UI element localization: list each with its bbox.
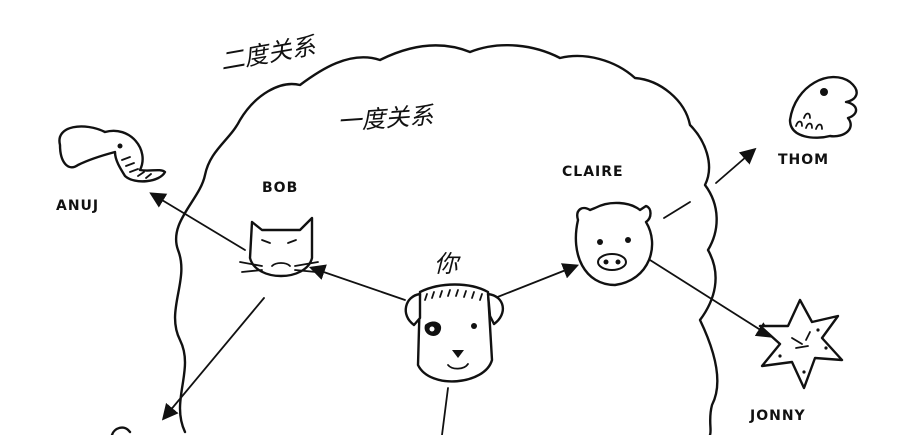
dog-icon	[404, 283, 504, 383]
bob-label: BOB	[262, 180, 298, 196]
jonny-node: JONNY	[749, 298, 844, 424]
edge-claire-thom	[663, 150, 754, 219]
fish-icon	[788, 76, 858, 139]
partial-node-bottom-left	[110, 426, 132, 435]
claire-label: CLAIRE	[562, 164, 624, 180]
starfish-icon	[758, 298, 844, 390]
thom-node: THOM	[778, 76, 858, 168]
edge-bob-down	[161, 297, 265, 421]
pig-icon	[574, 201, 654, 287]
cat-icon	[239, 216, 319, 278]
edge-claire-jonny	[649, 259, 773, 338]
bob-node: BOB	[239, 180, 319, 278]
you-label: 你	[434, 250, 461, 278]
edge-bob-anuj	[149, 192, 246, 251]
first-degree-label: 一度关系	[336, 101, 436, 136]
edge-you-bob	[308, 264, 406, 301]
elephant-icon	[58, 125, 167, 183]
anuj-node: ANUJ	[56, 125, 167, 214]
you-node: 你	[404, 250, 504, 383]
edge-you-down	[441, 387, 449, 435]
first-degree-boundary	[173, 43, 719, 435]
thom-label: THOM	[778, 152, 829, 168]
jonny-label: JONNY	[749, 408, 806, 424]
anuj-label: ANUJ	[56, 198, 99, 214]
second-degree-label: 二度关系	[218, 31, 319, 76]
claire-node: CLAIRE	[562, 164, 654, 287]
edge-you-claire	[494, 263, 580, 299]
